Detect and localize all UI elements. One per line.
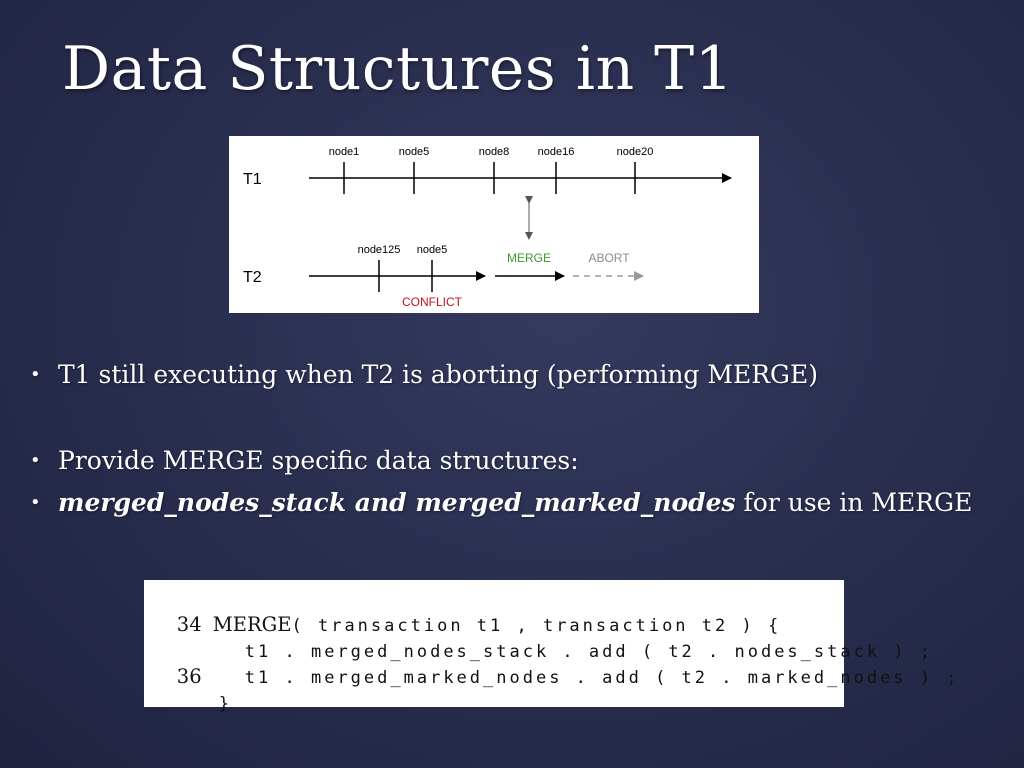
bullet-text: Provide MERGE specific data structures: (58, 446, 579, 475)
bullet-marker: • (30, 364, 41, 385)
line-number: 36 (176, 665, 202, 688)
conflict-label: CONFLICT (402, 295, 463, 309)
bullet-marker: • (30, 492, 41, 513)
merge-label: MERGE (507, 251, 551, 265)
code-text: t1 . merged_marked_nodes . add ( t2 . ma… (244, 668, 960, 688)
bullet-text-emphasis: merged_nodes_stack and merged_marked_nod… (58, 488, 736, 517)
t1-node-label: node5 (399, 146, 430, 158)
t1-node-label: node20 (617, 146, 654, 158)
timeline-diagram: T1 node1 node5 node8 node16 node20 T2 no… (229, 136, 759, 313)
bullet-text: T1 still executing when T2 is aborting (… (58, 360, 819, 389)
bullet-marker: • (30, 450, 41, 471)
code-text: } (218, 694, 233, 714)
bullet-item: • Provide MERGE specific data structures: (30, 446, 579, 475)
row-label-t2: T2 (243, 269, 262, 286)
code-text: t1 . merged_nodes_stack . add ( t2 . nod… (244, 642, 934, 662)
line-number: 34 (176, 613, 202, 636)
code-line: 36 t1 . merged_marked_nodes . add ( t2 . … (152, 642, 959, 688)
code-keyword: MERGE (212, 613, 292, 636)
bullet-text: for use in MERGE (735, 488, 973, 517)
code-line: t1 . merged_nodes_stack . add ( t2 . nod… (152, 616, 933, 662)
code-line: 34 MERGE( transaction t1 , transaction t2… (152, 590, 781, 636)
t2-node-label: node125 (358, 244, 401, 256)
slide-title: Data Structures in T1 (62, 34, 734, 104)
t2-node-label: node5 (417, 244, 448, 256)
bullet-item: • T1 still executing when T2 is aborting … (30, 360, 818, 389)
t1-node-label: node8 (479, 146, 510, 158)
bullet-item: • merged_nodes_stack and merged_marked_no… (30, 488, 972, 517)
t1-node-label: node1 (329, 146, 360, 158)
code-listing: 34 MERGE( transaction t1 , transaction t2… (144, 580, 956, 714)
abort-label: ABORT (588, 251, 630, 265)
t1-node-label: node16 (538, 146, 575, 158)
code-text: ( transaction t1 , transaction t2 ) { (291, 616, 782, 636)
code-line: } (152, 668, 232, 714)
row-label-t1: T1 (243, 171, 262, 188)
